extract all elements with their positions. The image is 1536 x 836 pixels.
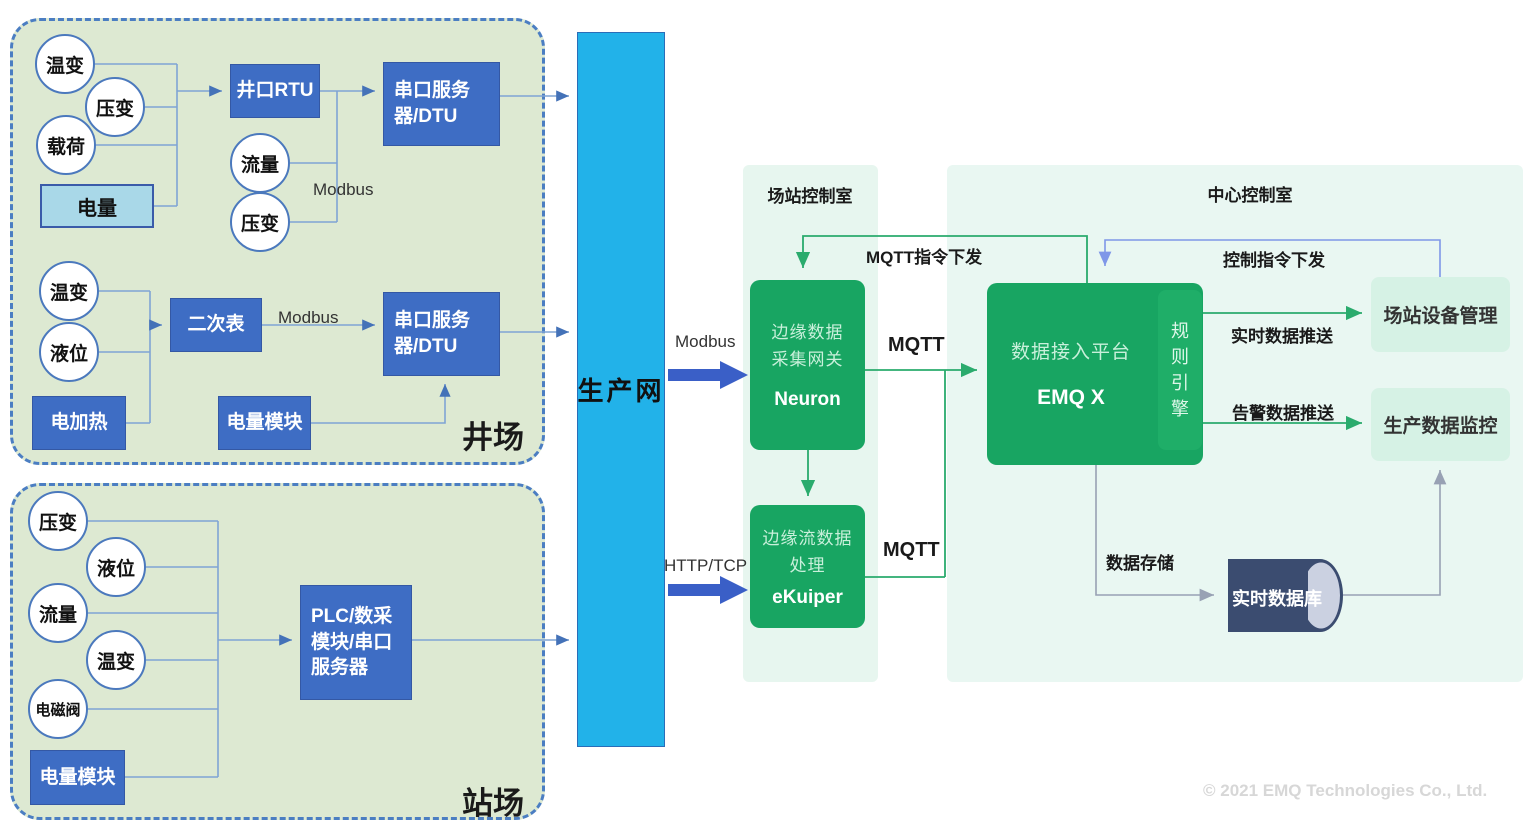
secondary-meter-box: 二次表 <box>170 298 262 352</box>
station-pressure-sensor: 压变 <box>28 491 88 551</box>
sensor-label: 温变 <box>45 55 84 77</box>
alarm-push-label: 告警数据推送 <box>1232 404 1334 423</box>
modbus-label-bar: Modbus <box>675 332 736 351</box>
sensor-label: 压变 <box>95 98 134 120</box>
ekuiper-box: 边缘流数据处理 eKuiper <box>750 505 865 628</box>
well-temp-sensor-1: 温变 <box>35 34 95 94</box>
production-network-bar: 生产网 <box>577 32 665 747</box>
sensor-label: 流量 <box>240 154 279 176</box>
wellhead-rtu-box: 井口RTU <box>230 64 320 118</box>
production-data-monitor-box: 生产数据监控 <box>1371 388 1510 461</box>
realtime-db-label: 实时数据库 <box>1232 589 1322 609</box>
serial-server-dtu-label: 串口服务器/DTU <box>394 310 471 357</box>
realtime-push-label: 实时数据推送 <box>1231 327 1333 346</box>
well-site-label: 井场 <box>462 420 524 455</box>
well-pressure-sensor-1: 压变 <box>85 77 145 137</box>
central-control-room-title: 中心控制室 <box>1207 186 1293 205</box>
sensor-label: 压变 <box>38 512 77 534</box>
station-device-mgmt-box: 场站设备管理 <box>1371 277 1510 352</box>
data-storage-label: 数据存储 <box>1106 554 1174 573</box>
well-load-sensor: 载荷 <box>36 115 96 175</box>
power-meter-label: 电量 <box>77 197 117 220</box>
mqtt-label-2: MQTT <box>883 539 940 561</box>
http-tcp-label: HTTP/TCP <box>664 556 748 575</box>
mqtt-label-1: MQTT <box>888 334 945 356</box>
rule-engine-strip: 规则引擎 <box>1158 290 1202 450</box>
emqx-text-block: 数据接入平台 EMQ X <box>1011 339 1131 410</box>
emqx-name: EMQ X <box>1037 385 1105 409</box>
plc-box: PLC/数采模块/串口服务器 <box>300 585 412 700</box>
emqx-desc: 数据接入平台 <box>1010 341 1131 363</box>
ekuiper-desc: 边缘流数据处理 <box>762 528 853 575</box>
secondary-meter-label: 二次表 <box>187 314 245 336</box>
production-data-monitor-label: 生产数据监控 <box>1383 416 1498 437</box>
well-power-meter-box: 电量 <box>40 184 154 228</box>
well-power-module-box: 电量模块 <box>218 396 311 450</box>
sensor-label: 流量 <box>38 604 77 626</box>
well-level-sensor: 液位 <box>39 322 99 382</box>
station-flow-sensor: 流量 <box>28 583 88 643</box>
electric-heater-label: 电加热 <box>50 412 108 434</box>
wellhead-rtu-label: 井口RTU <box>236 80 314 102</box>
plc-label: PLC/数采模块/串口服务器 <box>311 606 393 679</box>
sensor-label: 温变 <box>96 651 135 673</box>
neuron-desc: 边缘数据采集网关 <box>771 323 844 369</box>
emqx-box: 数据接入平台 EMQ X 规则引擎 <box>987 283 1203 465</box>
station-temp-sensor: 温变 <box>86 630 146 690</box>
mqtt-command-label: MQTT指令下发 <box>866 248 983 267</box>
sensor-label: 压变 <box>240 213 279 235</box>
well-temp-sensor-2: 温变 <box>39 261 99 321</box>
electric-heater-box: 电加热 <box>32 396 126 450</box>
station-site-label: 站场 <box>462 786 524 821</box>
rule-engine-label: 规则引擎 <box>1171 321 1189 419</box>
station-level-sensor: 液位 <box>86 537 146 597</box>
station-control-room-title: 场站控制室 <box>767 187 853 206</box>
sensor-label: 电磁阀 <box>35 701 81 719</box>
power-module-label: 电量模块 <box>39 766 116 788</box>
production-network-label: 生产网 <box>577 376 665 406</box>
http-block-arrow <box>668 576 748 604</box>
modbus-label-1: Modbus <box>313 180 374 199</box>
neuron-box: 边缘数据采集网关 Neuron <box>750 280 865 450</box>
sensor-label: 液位 <box>49 343 88 365</box>
sensor-label: 液位 <box>96 558 135 580</box>
modbus-label-2: Modbus <box>278 308 339 327</box>
ekuiper-name: eKuiper <box>772 586 843 608</box>
realtime-db-cylinder <box>1228 559 1343 632</box>
sensor-label: 温变 <box>49 282 88 304</box>
station-device-mgmt-label: 场站设备管理 <box>1383 306 1498 327</box>
well-flow-sensor: 流量 <box>230 133 290 193</box>
serial-server-dtu-label: 串口服务器/DTU <box>394 80 471 127</box>
modbus-block-arrow <box>668 361 748 389</box>
serial-server-dtu-1-box: 串口服务器/DTU <box>383 62 500 146</box>
power-module-label: 电量模块 <box>226 412 303 434</box>
sensor-label: 载荷 <box>46 136 85 158</box>
copyright-text: © 2021 EMQ Technologies Co., Ltd. <box>1203 781 1488 800</box>
station-power-module-box: 电量模块 <box>30 750 125 805</box>
well-pressure-sensor-2: 压变 <box>230 192 290 252</box>
control-command-label: 控制指令下发 <box>1223 251 1325 270</box>
neuron-name: Neuron <box>774 389 841 410</box>
solenoid-valve-sensor: 电磁阀 <box>28 679 88 739</box>
serial-server-dtu-2-box: 串口服务器/DTU <box>383 292 500 376</box>
